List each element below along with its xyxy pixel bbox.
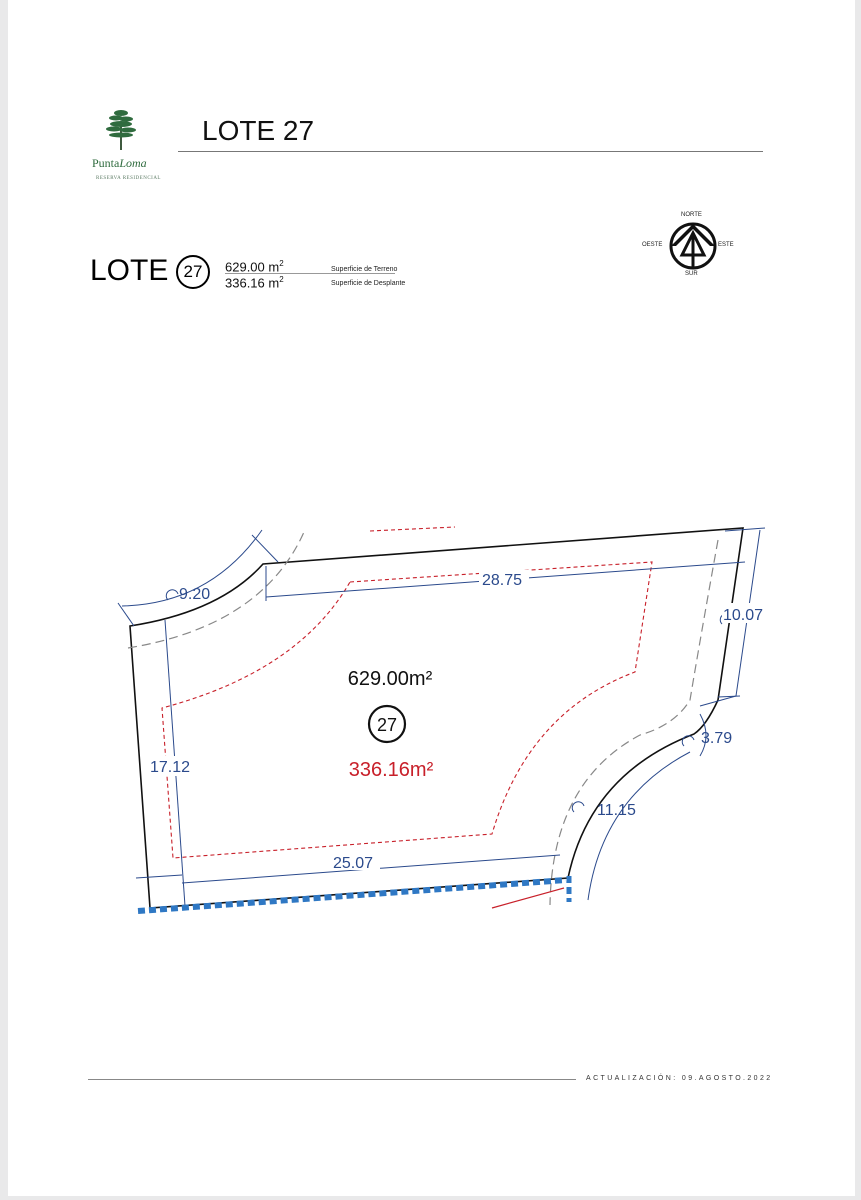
dim-label-right: 10.07: [723, 607, 763, 624]
plan-sheet: PuntaLoma RESERVA RESIDENCIAL LOTE 27 LO…: [8, 0, 855, 1196]
dim-label-bg: [330, 852, 380, 870]
lot-number-circle: [367, 704, 407, 744]
compass-east-label: ESTE: [718, 242, 734, 248]
red-indicator-line: [491, 887, 565, 909]
page-title: LOTE 27: [202, 115, 315, 146]
pine-tree-logo-icon: [106, 110, 136, 150]
compass-west-label: OESTE: [642, 242, 663, 248]
lot-number-badge: 27: [176, 255, 210, 289]
arc-symbol: [681, 735, 695, 747]
dim-tick: [251, 534, 279, 563]
dim-label-bottom: 25.07: [333, 855, 373, 872]
lot-area-total: 629.00m²: [348, 668, 433, 690]
dim-arc-right-small: [699, 713, 707, 757]
setback-line: [127, 531, 305, 649]
lot-label: LOTE: [90, 254, 169, 287]
brand-subtitle: RESERVA RESIDENCIAL: [96, 176, 161, 181]
dim-tick: [699, 695, 737, 707]
dim-tick: [135, 874, 183, 879]
footprint-area-label: Superficie de Desplante: [331, 280, 406, 287]
dim-label-bg: [722, 603, 770, 623]
compass-north-label: NORTE: [681, 212, 702, 218]
arc-symbol: [571, 801, 585, 813]
dim-label-top-left-arc: 9.20: [179, 586, 210, 603]
dim-tick: [117, 602, 135, 627]
dim-label-bg: [148, 756, 198, 776]
header-divider: [178, 151, 763, 152]
terrain-area-value: 629.00 m2: [225, 259, 284, 275]
dim-arc-right-large: [587, 751, 691, 901]
terrain-rule: [225, 273, 395, 274]
dim-label-right-arc-small: 3.79: [701, 730, 732, 747]
terrain-area-label: Superficie de Terreno: [331, 266, 398, 273]
dim-tick: [724, 527, 766, 532]
dim-label-top: 28.75: [482, 572, 522, 589]
dim-label-bg: [479, 570, 529, 588]
brand-name: PuntaLoma: [92, 156, 147, 170]
lot-boundary: [129, 527, 744, 909]
arc-symbol: [165, 589, 179, 601]
compass-rose-icon: [669, 222, 717, 270]
frontage-line: [137, 877, 567, 914]
dim-label-left: 17.12: [150, 759, 190, 776]
footer-divider: [88, 1079, 576, 1080]
footprint-outline: [161, 561, 653, 859]
setback-line-right: [549, 539, 719, 906]
dim-arc-top-left: [121, 529, 263, 607]
footprint-area-value: 336.16 m2: [225, 275, 284, 291]
footprint-outline-extension: [369, 526, 456, 532]
lot-number-label: 27: [377, 715, 397, 735]
lot-area-footprint: 336.16m²: [349, 759, 434, 781]
compass-south-label: SUR: [685, 271, 698, 277]
dim-label-right-arc-large: 11.15: [597, 802, 636, 819]
update-date: ACTUALIZACIÓN: 09.AGOSTO.2022: [586, 1075, 773, 1082]
dim-tick: [717, 695, 741, 698]
